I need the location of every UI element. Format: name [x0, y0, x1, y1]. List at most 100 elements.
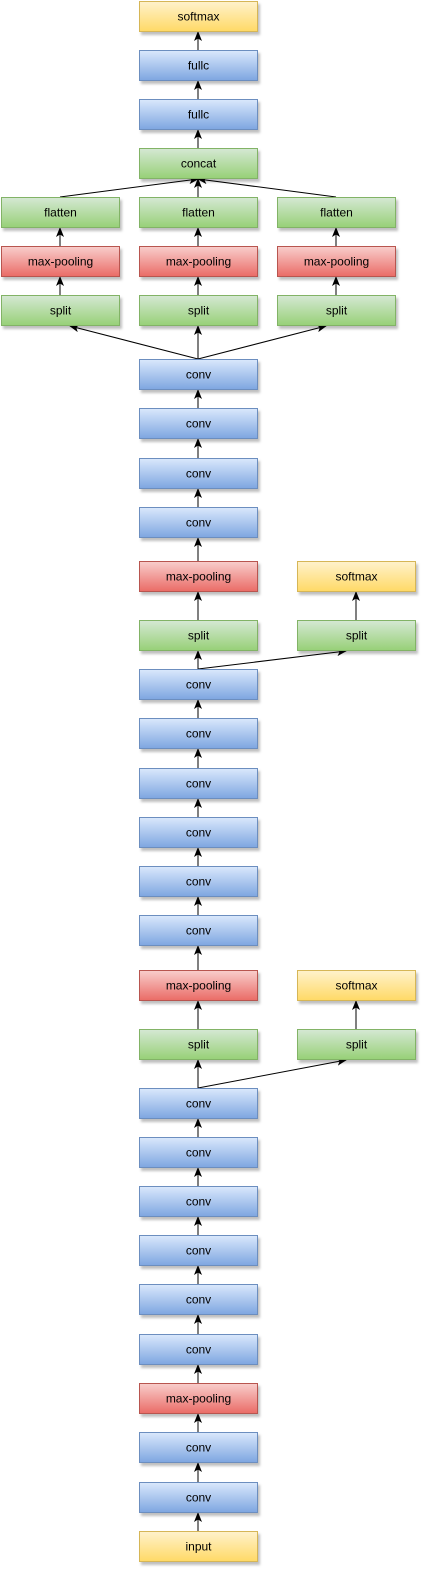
node-label: flatten [182, 206, 215, 220]
node-conv-stem-2: conv [139, 1432, 258, 1463]
node-box [139, 1334, 258, 1365]
node-label: split [50, 304, 72, 318]
edge-conv-b6-to-split-aux-1 [197, 648, 347, 670]
node-conv-c1: conv [139, 507, 258, 538]
node-conv-a1: conv [139, 1334, 258, 1365]
node-split-aux-2: split [297, 1029, 416, 1060]
node-pool-a: max-pooling [139, 970, 258, 1001]
node-conv-a4: conv [139, 1186, 258, 1217]
node-conv-b3: conv [139, 817, 258, 848]
node-box [139, 669, 258, 700]
node-label: max-pooling [166, 979, 231, 993]
node-label: split [346, 629, 368, 643]
node-conv-b4: conv [139, 768, 258, 799]
node-conv-stem-1: conv [139, 1482, 258, 1513]
node-label: softmax [335, 570, 377, 584]
node-box [139, 1383, 258, 1414]
node-split-a: split [139, 1029, 258, 1060]
node-softmax-top: softmax [139, 1, 258, 32]
node-label: conv [186, 924, 211, 938]
node-box [1, 295, 120, 326]
node-pool-stem: max-pooling [139, 1383, 258, 1414]
node-pool-center: max-pooling [139, 246, 258, 277]
node-label: conv [186, 727, 211, 741]
node-label: conv [186, 516, 211, 530]
node-label: fullc [188, 108, 209, 122]
node-softmax-aux-1: softmax [297, 561, 416, 592]
node-box [139, 866, 258, 897]
node-flatten-right: flatten [277, 197, 396, 228]
node-box [277, 295, 396, 326]
node-input: input [139, 1531, 258, 1562]
node-split-center: split [139, 295, 258, 326]
node-box [139, 197, 258, 228]
node-conv-c4: conv [139, 359, 258, 390]
node-box [277, 246, 396, 277]
node-label: max-pooling [166, 1392, 231, 1406]
edge-flatten-left-to-concat [59, 176, 199, 198]
node-label: input [185, 1540, 212, 1554]
node-box [139, 1284, 258, 1315]
node-box [297, 970, 416, 1001]
node-label: split [346, 1038, 368, 1052]
node-label: conv [186, 368, 211, 382]
node-box [139, 1137, 258, 1168]
node-flatten-center: flatten [139, 197, 258, 228]
node-box [139, 148, 258, 179]
node-split-aux-1: split [297, 620, 416, 651]
node-box [139, 507, 258, 538]
node-box [139, 458, 258, 489]
node-box [139, 620, 258, 651]
node-fullc-2: fullc [139, 99, 258, 130]
node-box [139, 246, 258, 277]
node-pool-left: max-pooling [1, 246, 120, 277]
node-label: softmax [335, 979, 377, 993]
node-conv-c2: conv [139, 458, 258, 489]
node-box [139, 817, 258, 848]
node-fullc-1: fullc [139, 50, 258, 81]
node-conv-b5: conv [139, 718, 258, 749]
nodes-layer: softmax fullc fullc concat flatten flatten fla… [1, 1, 416, 1562]
node-label: split [326, 304, 348, 318]
node-box [139, 970, 258, 1001]
node-box [139, 768, 258, 799]
node-label: fullc [188, 59, 209, 73]
node-box [139, 1029, 258, 1060]
node-label: max-pooling [28, 255, 93, 269]
node-label: conv [186, 875, 211, 889]
node-label: conv [186, 777, 211, 791]
node-box [1, 197, 120, 228]
node-conv-a5: conv [139, 1137, 258, 1168]
node-conv-b2: conv [139, 866, 258, 897]
node-box [139, 408, 258, 439]
node-label: flatten [320, 206, 353, 220]
node-box [139, 50, 258, 81]
node-box [297, 1029, 416, 1060]
edge-flatten-right-to-concat [197, 176, 337, 198]
node-box [139, 1235, 258, 1266]
node-box [139, 561, 258, 592]
node-label: softmax [177, 10, 219, 24]
node-box [1, 246, 120, 277]
node-box [139, 718, 258, 749]
node-label: conv [186, 1293, 211, 1307]
node-box [139, 295, 258, 326]
node-label: conv [186, 1441, 211, 1455]
node-label: conv [186, 1146, 211, 1160]
node-concat: concat [139, 148, 258, 179]
node-label: split [188, 304, 210, 318]
node-conv-b1: conv [139, 915, 258, 946]
edges-layer [56, 31, 360, 1531]
node-conv-c3: conv [139, 408, 258, 439]
node-label: conv [186, 467, 211, 481]
node-flatten-left: flatten [1, 197, 120, 228]
node-conv-a2: conv [139, 1284, 258, 1315]
node-box [139, 1531, 258, 1562]
node-box [139, 1482, 258, 1513]
node-box [139, 1432, 258, 1463]
node-label: flatten [44, 206, 77, 220]
node-label: max-pooling [304, 255, 369, 269]
node-split-left: split [1, 295, 120, 326]
node-conv-a6: conv [139, 1088, 258, 1119]
